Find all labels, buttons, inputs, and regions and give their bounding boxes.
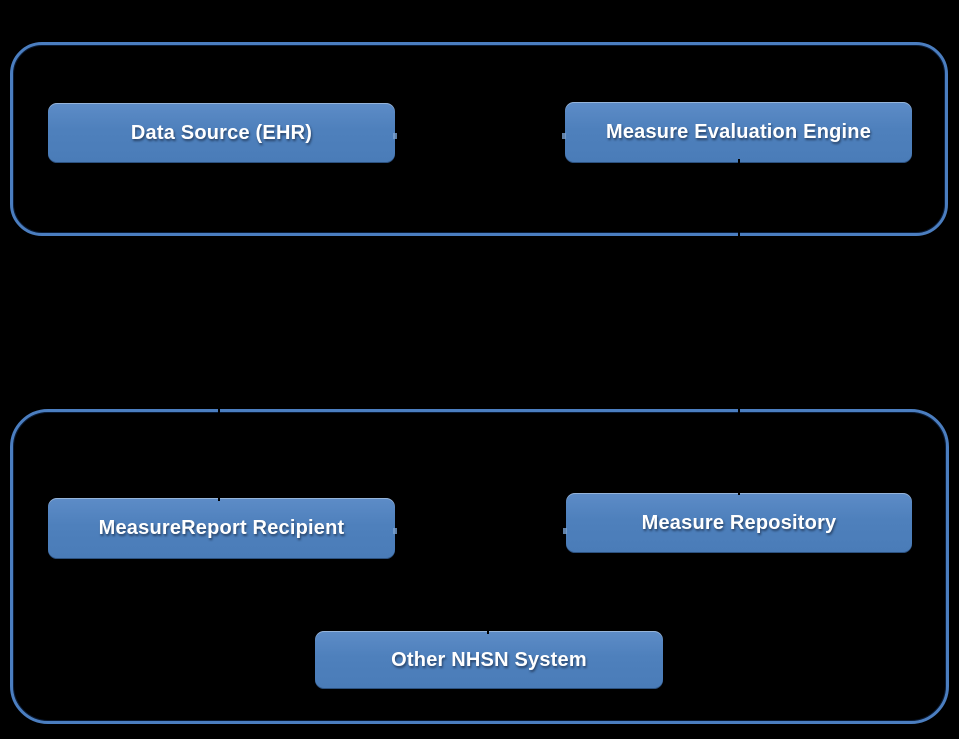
node-label-measure-repository: Measure Repository xyxy=(641,511,837,534)
node-data-source-ehr: Data Source (EHR) xyxy=(48,103,395,163)
node-label-other-nhsn-system: Other NHSN System xyxy=(391,648,587,671)
connector-tick-repository-top xyxy=(738,488,740,495)
top-group-container xyxy=(10,42,948,236)
connector-tick-bottom-group-left xyxy=(218,406,220,418)
node-other-nhsn-system: Other NHSN System xyxy=(315,631,663,689)
connector-notch-recipient-right xyxy=(393,528,397,534)
connector-notch-repository-left xyxy=(563,528,567,534)
connector-tick-other-nhsn-top xyxy=(487,627,489,634)
connector-notch-engine-left xyxy=(562,133,566,139)
node-label-measurereport-recipient: MeasureReport Recipient xyxy=(98,517,345,539)
connector-tick-engine-bottom xyxy=(738,159,740,168)
bottom-group-container xyxy=(10,409,949,724)
connector-notch-data-source-right xyxy=(393,133,397,139)
connector-tick-top-group-border xyxy=(738,229,740,240)
connector-tick-recipient-top xyxy=(218,494,220,501)
node-label-measure-evaluation-engine: Measure Evaluation Engine xyxy=(605,121,872,143)
connector-tick-bottom-group-right xyxy=(738,406,740,418)
node-measurereport-recipient: MeasureReport Recipient xyxy=(48,498,395,559)
node-label-data-source: Data Source (EHR) xyxy=(130,121,313,144)
node-measure-repository: Measure Repository xyxy=(566,493,912,553)
node-measure-evaluation-engine: Measure Evaluation Engine xyxy=(565,102,912,163)
